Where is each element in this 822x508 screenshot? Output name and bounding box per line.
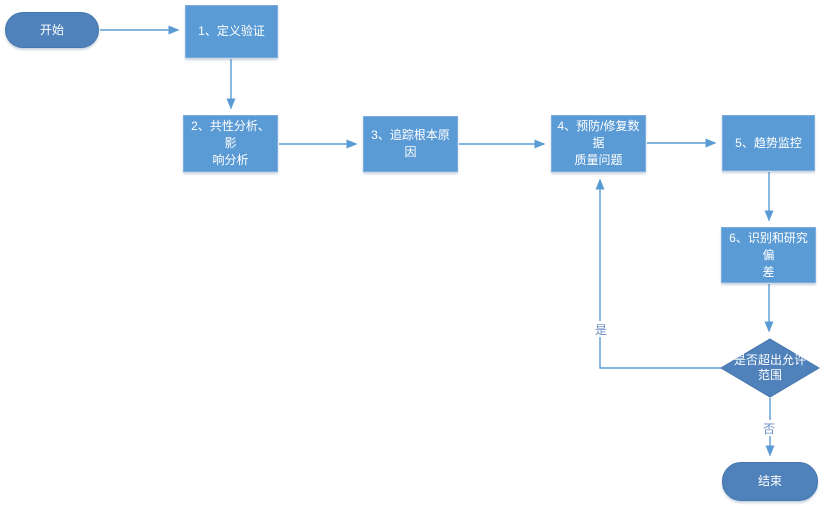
edge-label-no: 否 — [760, 420, 778, 436]
flow-node-step2-label: 2、共性分析、影 响分析 — [191, 119, 270, 167]
flow-node-step5-label: 5、趋势监控 — [735, 135, 802, 150]
flow-node-step6-label: 6、识别和研究偏 差 — [729, 230, 808, 279]
flow-node-step4: 4、预防/修复数据 质量问题 — [551, 115, 646, 172]
flow-node-step3: 3、追踪根本原因 — [363, 116, 458, 172]
edge-label-yes: 是 — [592, 321, 610, 337]
flow-node-end-label: 结束 — [757, 474, 782, 488]
flow-node-step2: 2、共性分析、影 响分析 — [183, 115, 278, 172]
flow-node-step4-label: 4、预防/修复数据 质量问题 — [557, 119, 640, 167]
flow-node-end: 结束 — [722, 462, 818, 501]
flow-node-start: 开始 — [5, 12, 99, 48]
flow-node-start-label: 开始 — [39, 22, 64, 37]
flow-node-step5: 5、趋势监控 — [722, 115, 815, 171]
flow-node-step1-label: 1、定义验证 — [198, 24, 265, 38]
flow-node-step3-label: 3、追踪根本原因 — [371, 128, 450, 159]
decision-node-label: 是否超出允许 范围 — [733, 353, 806, 382]
arrow-decision-yes-to-step4 — [595, 178, 721, 369]
flow-node-step6: 6、识别和研究偏 差 — [721, 227, 816, 283]
decision-diamond — [720, 338, 820, 398]
flow-node-step1: 1、定义验证 — [185, 5, 278, 58]
